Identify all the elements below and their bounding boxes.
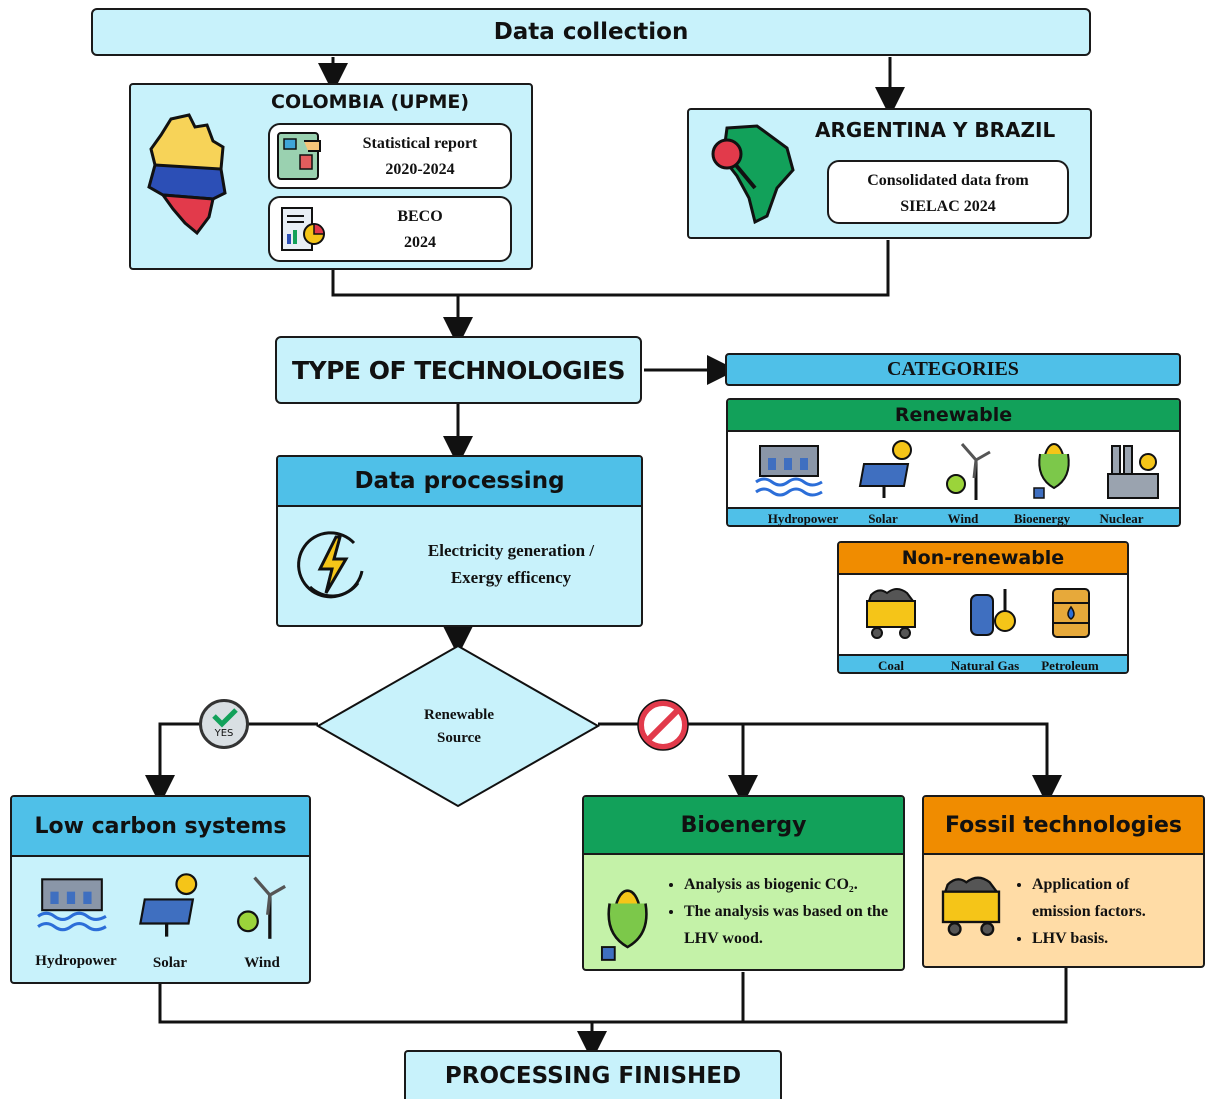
- nonrenewable-title: Non-renewable: [839, 543, 1127, 575]
- renewable-label-nuclear: Nuclear: [1099, 511, 1144, 526]
- electricity-cycle-icon: [297, 531, 364, 599]
- report-line2: 2020-2024: [385, 161, 455, 178]
- fossil-box: Fossil technologies Application of emiss…: [922, 795, 1205, 968]
- bioenergy-box-corn-icon: [600, 889, 648, 961]
- sielac-line2: SIELAC 2024: [900, 198, 996, 215]
- argentina-box: ARGENTINA Y BRAZIL Consolidated data fro…: [687, 108, 1092, 239]
- data-processing-title: Data processing: [278, 457, 641, 507]
- natural-gas-icon: [970, 589, 1016, 636]
- arrow-to-fossil: [743, 722, 1062, 805]
- beco-card: BECO 2024: [268, 196, 512, 262]
- low-carbon-label-hydropower: Hydropower: [35, 953, 117, 969]
- check-icon: [212, 708, 238, 728]
- solar-panel-icon: [858, 440, 912, 498]
- report-document-icon: [281, 207, 325, 251]
- low-carbon-title: Low carbon systems: [12, 797, 309, 857]
- nonrenewable-panel: Non-renewable Coal Natural Gas Petroleum: [837, 541, 1129, 674]
- nonrenewable-label-coal: Coal: [878, 658, 904, 673]
- colombia-title: COLOMBIA (UPME): [271, 91, 470, 113]
- renewable-label-hydropower: Hydropower: [767, 511, 839, 526]
- petroleum-barrel-icon: [1052, 588, 1090, 638]
- low-carbon-label-solar: Solar: [152, 955, 188, 971]
- renewable-labels-row: Hydropower Solar Wind Bioenergy Nuclear: [728, 507, 1179, 526]
- colombia-map-icon: [147, 113, 227, 236]
- fossil-bullets: Application of emission factors. LHV bas…: [1014, 871, 1184, 952]
- colombia-box: COLOMBIA (UPME) Statistical report 2020-…: [129, 83, 533, 270]
- categories-header: CATEGORIES: [725, 353, 1181, 386]
- beco-line1: BECO: [397, 208, 443, 225]
- processing-finished-box: PROCESSING FINISHED: [404, 1050, 782, 1099]
- decision-line2: Source: [437, 730, 481, 746]
- renewable-source-diamond: [316, 644, 600, 808]
- nonrenewable-labels-row: Coal Natural Gas Petroleum: [839, 654, 1127, 673]
- report-board-icon: [277, 132, 321, 180]
- bioenergy-bullet-2: The analysis was based on the LHV wood.: [684, 898, 894, 952]
- merge-collection-line: [331, 240, 890, 297]
- decision-text: Renewable Source: [380, 704, 538, 750]
- processing-finished-title: PROCESSING FINISHED: [444, 1062, 742, 1089]
- yes-label: YES: [214, 728, 234, 739]
- fossil-coal-cart-icon: [941, 876, 1001, 936]
- renewable-panel: Renewable Hydropow: [726, 398, 1181, 527]
- fossil-title: Fossil technologies: [924, 797, 1203, 855]
- low-carbon-label-wind: Wind: [244, 955, 280, 971]
- statistical-report-card: Statistical report 2020-2024: [268, 123, 512, 189]
- nuclear-plant-icon: [1107, 445, 1159, 499]
- merge-fossil-line: [743, 968, 1068, 1024]
- nonrenewable-icons-row: [839, 575, 1127, 654]
- beco-line2: 2024: [404, 234, 436, 251]
- hydropower-icon: [755, 445, 823, 497]
- renewable-label-bioenergy: Bioenergy: [1013, 511, 1071, 526]
- arrow-to-lowcarbon: [145, 722, 318, 805]
- low-carbon-wind-icon: [237, 876, 286, 939]
- technologies-box: TYPE OF TECHNOLOGIES: [275, 336, 642, 404]
- data-processing-box: Data processing Electricity generation /…: [276, 455, 643, 627]
- wind-turbine-icon: [946, 443, 991, 500]
- decision-line1: Renewable: [424, 707, 494, 723]
- low-carbon-hydropower-icon: [37, 878, 107, 932]
- argentina-title: ARGENTINA Y BRAZIL: [815, 118, 1056, 142]
- fossil-bullet-1: Application of emission factors.: [1032, 871, 1184, 925]
- sielac-card: Consolidated data from SIELAC 2024: [827, 160, 1069, 224]
- categories-title: CATEGORIES: [887, 358, 1019, 380]
- sielac-line1: Consolidated data from: [867, 172, 1029, 189]
- bioenergy-bullets: Analysis as biogenic CO₂. The analysis w…: [666, 871, 894, 952]
- renewable-icons-row: [728, 432, 1179, 507]
- nonrenewable-label-petroleum: Petroleum: [1041, 658, 1099, 673]
- bioenergy-title: Bioenergy: [584, 797, 903, 855]
- low-carbon-solar-icon: [139, 873, 198, 937]
- fossil-bullet-2: LHV basis.: [1032, 925, 1184, 952]
- bioenergy-box: Bioenergy Analysis as biogenic CO₂. The …: [582, 795, 905, 971]
- coal-cart-icon: [866, 588, 916, 639]
- renewable-label-wind: Wind: [947, 511, 979, 526]
- nonrenewable-label-gas: Natural Gas: [950, 658, 1020, 673]
- report-line1: Statistical report: [362, 135, 478, 152]
- bioenergy-corn-icon: [1033, 443, 1070, 499]
- bioenergy-bullet-1: Analysis as biogenic CO₂.: [684, 871, 894, 898]
- processing-line2: Exergy efficency: [450, 568, 572, 587]
- technologies-title: TYPE OF TECHNOLOGIES: [291, 355, 626, 385]
- data-collection-header: Data collection: [91, 8, 1091, 56]
- low-carbon-box: Low carbon systems Hydropower Solar Wind: [10, 795, 311, 984]
- renewable-label-solar: Solar: [868, 511, 898, 526]
- processing-line1: Electricity generation /: [427, 541, 595, 560]
- merge-results-line: [158, 972, 745, 1024]
- renewable-title: Renewable: [728, 400, 1179, 432]
- south-america-pin-icon: [711, 124, 795, 225]
- data-collection-title: Data collection: [493, 19, 689, 45]
- yes-badge: YES: [199, 699, 249, 749]
- processing-text: Electricity generation / Exergy efficenc…: [396, 537, 626, 591]
- no-entry-icon: [637, 699, 689, 751]
